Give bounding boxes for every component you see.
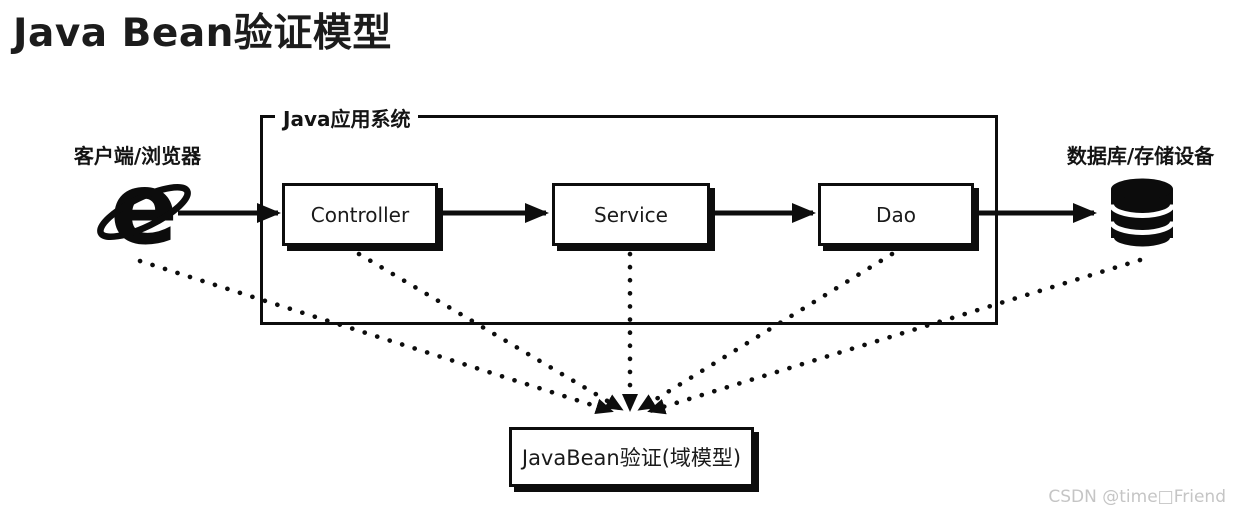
csdn-watermark: CSDN @time□Friend — [1048, 487, 1226, 507]
database-cylinder-icon — [1109, 178, 1175, 252]
node-dao: Dao — [818, 183, 974, 246]
node-javabean-validation: JavaBean验证(域模型) — [509, 427, 754, 487]
page-title: Java Bean验证模型 — [13, 11, 392, 56]
database-storage-label: 数据库/存储设备 — [1066, 144, 1215, 168]
node-service: Service — [552, 183, 710, 246]
node-controller: Controller — [282, 183, 438, 246]
client-browser-label: 客户端/浏览器 — [73, 144, 202, 168]
java-app-system-label: Java应用系统 — [275, 103, 419, 132]
